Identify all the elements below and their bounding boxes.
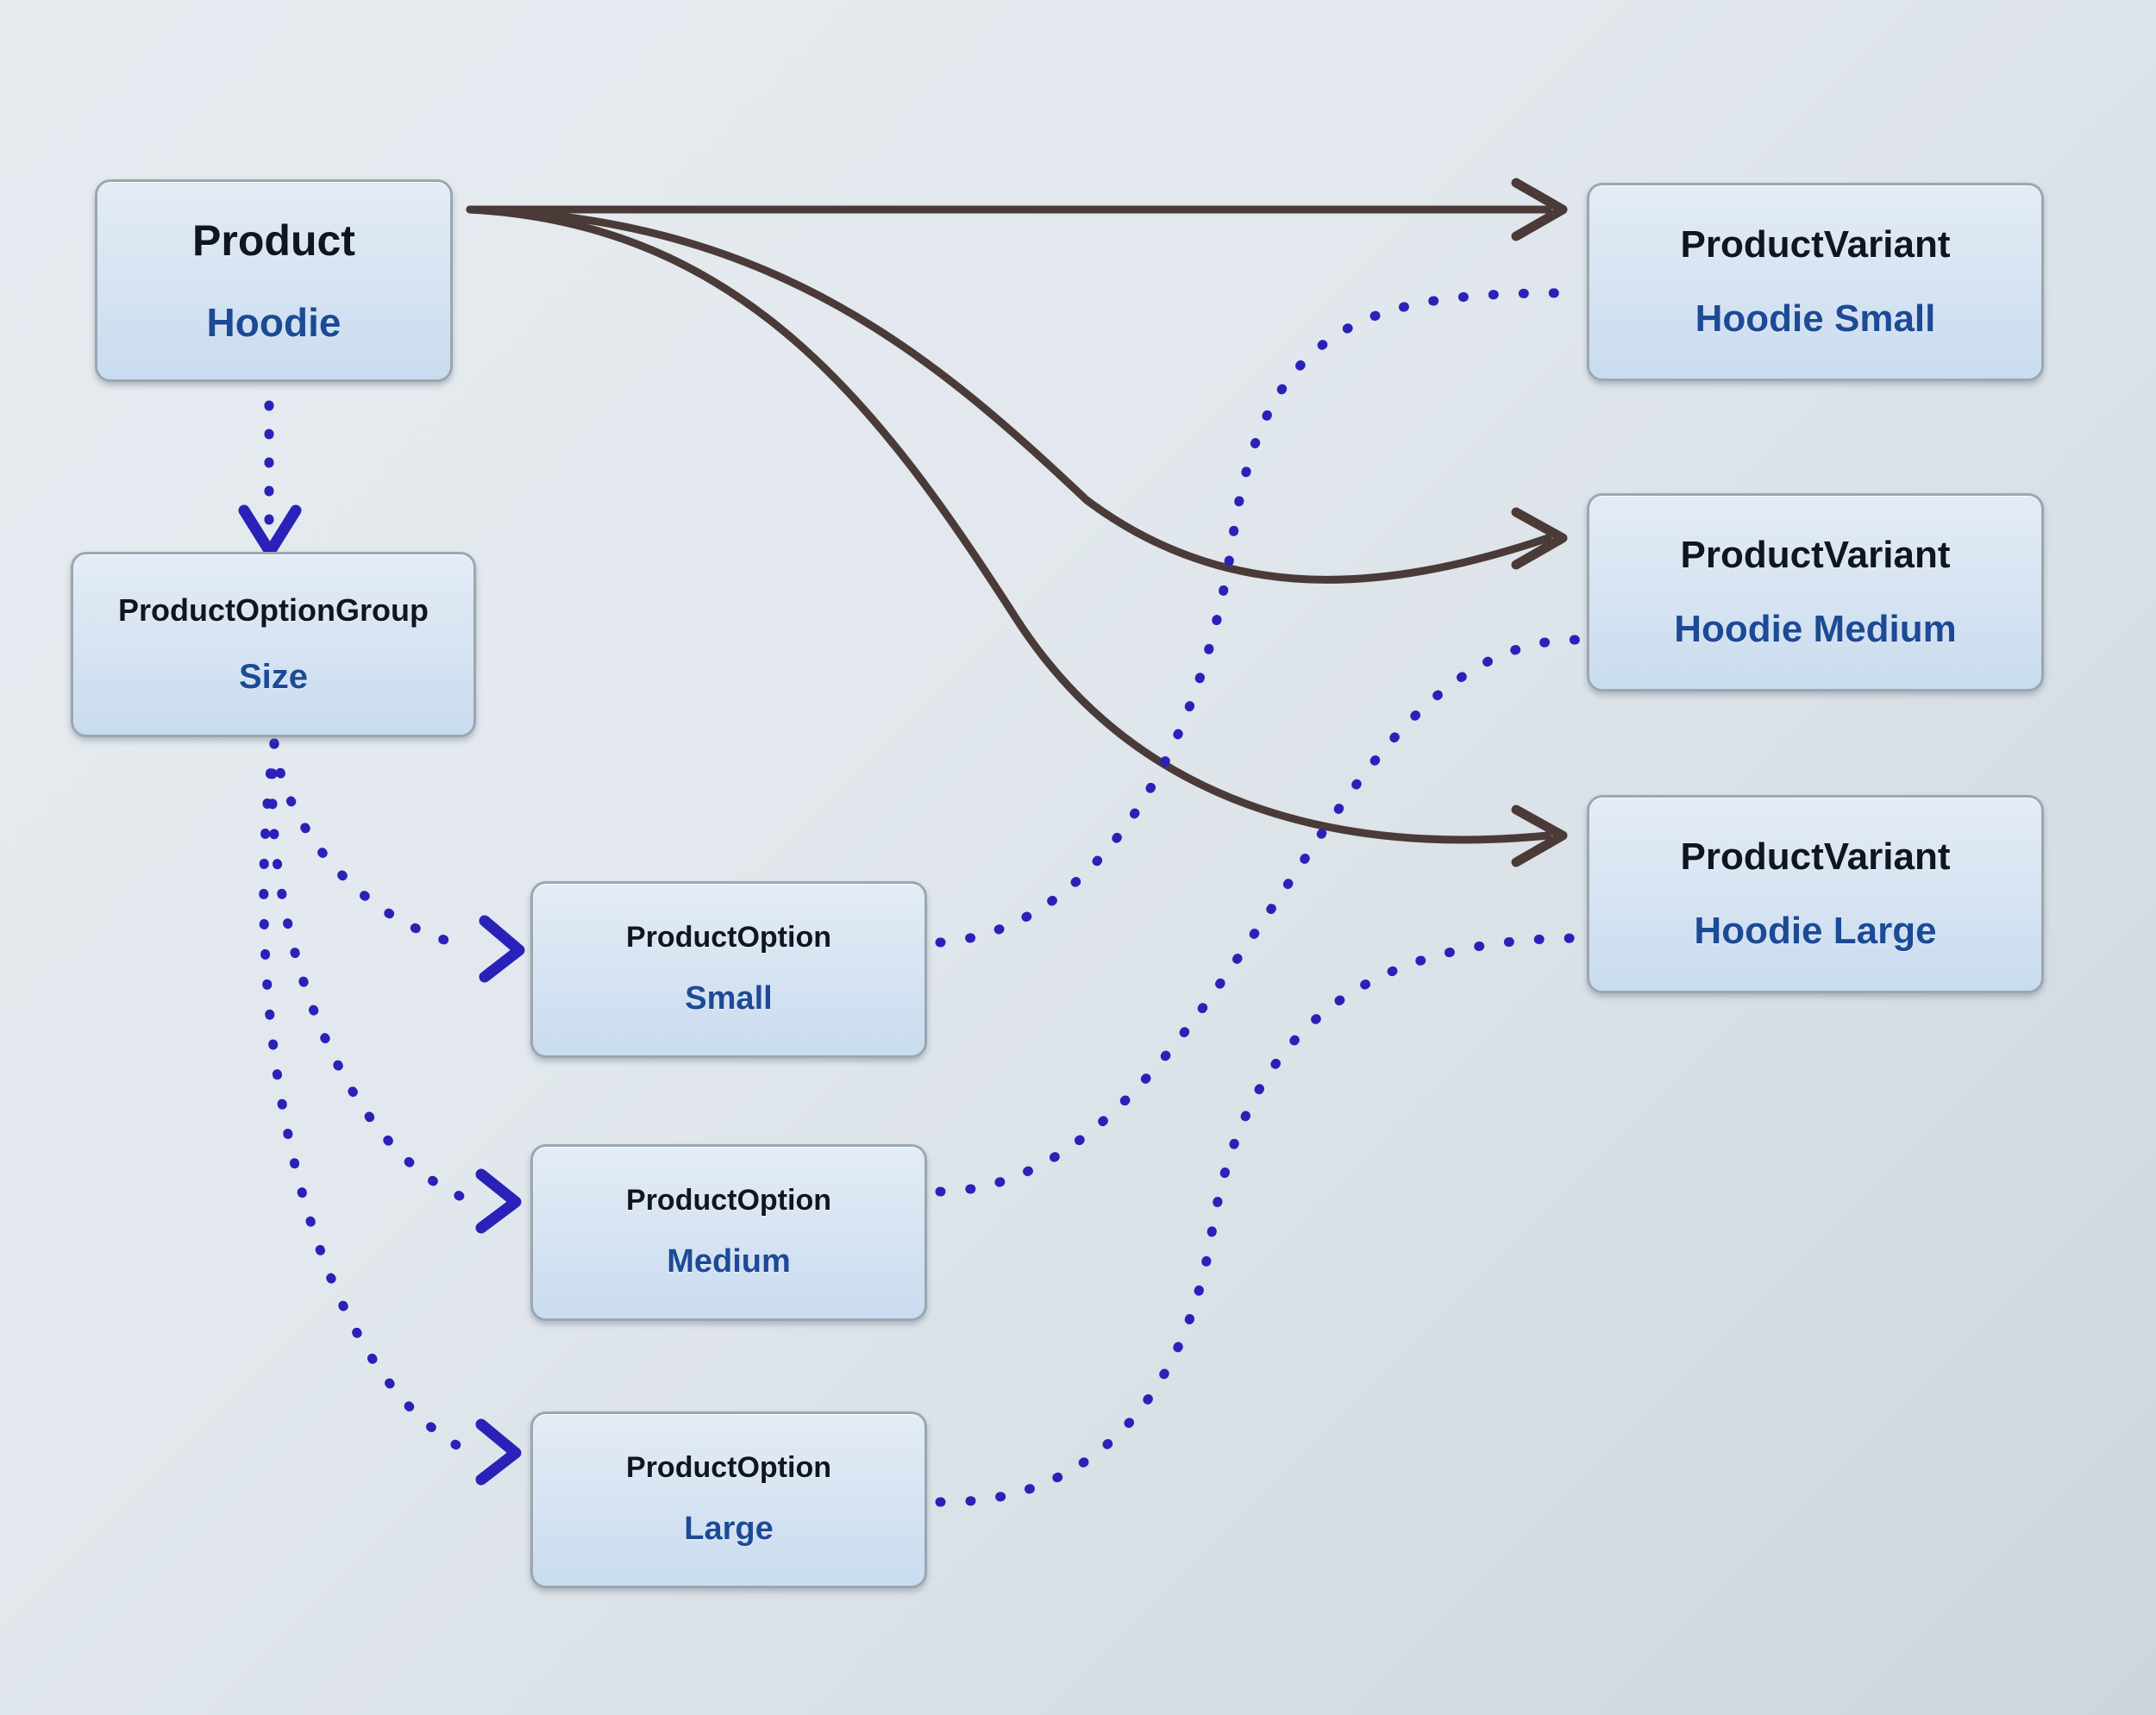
- edge-optiongroup-to-option-small: [269, 738, 475, 952]
- edge-option-small-to-variant-small: [935, 288, 1582, 948]
- node-product-variant-hoodie-small-type: ProductVariant: [1680, 222, 1951, 266]
- node-product-variant-hoodie-small[interactable]: ProductVariant Hoodie Small: [1587, 183, 2044, 381]
- node-product-option-large-value: Large: [684, 1511, 774, 1548]
- node-product-variant-hoodie-large-type: ProductVariant: [1680, 835, 1951, 878]
- node-product-option-large[interactable]: ProductOption Large: [530, 1411, 927, 1588]
- node-product-option-medium[interactable]: ProductOption Medium: [530, 1144, 927, 1321]
- node-product-option-small[interactable]: ProductOption Small: [530, 881, 927, 1058]
- node-product-variant-hoodie-small-value: Hoodie Small: [1695, 297, 1936, 340]
- arrowhead-product-variant-small: [1511, 178, 1568, 241]
- edge-option-large-to-variant-large: [935, 933, 1582, 1507]
- node-product-type: Product: [192, 216, 355, 266]
- edge-optiongroup-to-option-medium: [267, 738, 471, 1204]
- node-product-variant-hoodie-large[interactable]: ProductVariant Hoodie Large: [1587, 795, 2044, 993]
- arrowhead-optiongroup: [238, 504, 302, 558]
- edge-optiongroup-to-option-large: [259, 738, 471, 1455]
- edge-option-medium-to-variant-medium: [935, 635, 1582, 1197]
- arrowhead-option-medium: [475, 1168, 522, 1234]
- node-product-option-large-type: ProductOption: [626, 1450, 831, 1484]
- node-product-variant-hoodie-medium-type: ProductVariant: [1680, 533, 1951, 576]
- node-product-variant-hoodie-large-value: Hoodie Large: [1694, 910, 1937, 952]
- node-product-option-small-value: Small: [685, 980, 773, 1017]
- arrowhead-option-large: [475, 1418, 522, 1486]
- node-product-option-medium-value: Medium: [667, 1243, 791, 1280]
- node-product-variant-hoodie-medium[interactable]: ProductVariant Hoodie Medium: [1587, 493, 2044, 692]
- node-product-value: Hoodie: [206, 299, 342, 345]
- arrowhead-option-small: [479, 915, 525, 983]
- edge-product-to-variant-medium: [466, 205, 1552, 584]
- node-product-option-small-type: ProductOption: [626, 920, 831, 954]
- arrowhead-product-variant-large: [1511, 804, 1568, 867]
- edge-product-to-variant-large: [466, 205, 1552, 844]
- node-product-variant-hoodie-medium-value: Hoodie Medium: [1674, 608, 1957, 650]
- arrowhead-product-variant-medium: [1511, 507, 1568, 570]
- node-product-option-group-type: ProductOptionGroup: [118, 591, 429, 628]
- node-product-option-group[interactable]: ProductOptionGroup Size: [71, 552, 476, 737]
- node-product-option-medium-type: ProductOption: [626, 1183, 831, 1217]
- node-product-option-group-value: Size: [238, 658, 309, 697]
- node-product[interactable]: Product Hoodie: [95, 179, 453, 382]
